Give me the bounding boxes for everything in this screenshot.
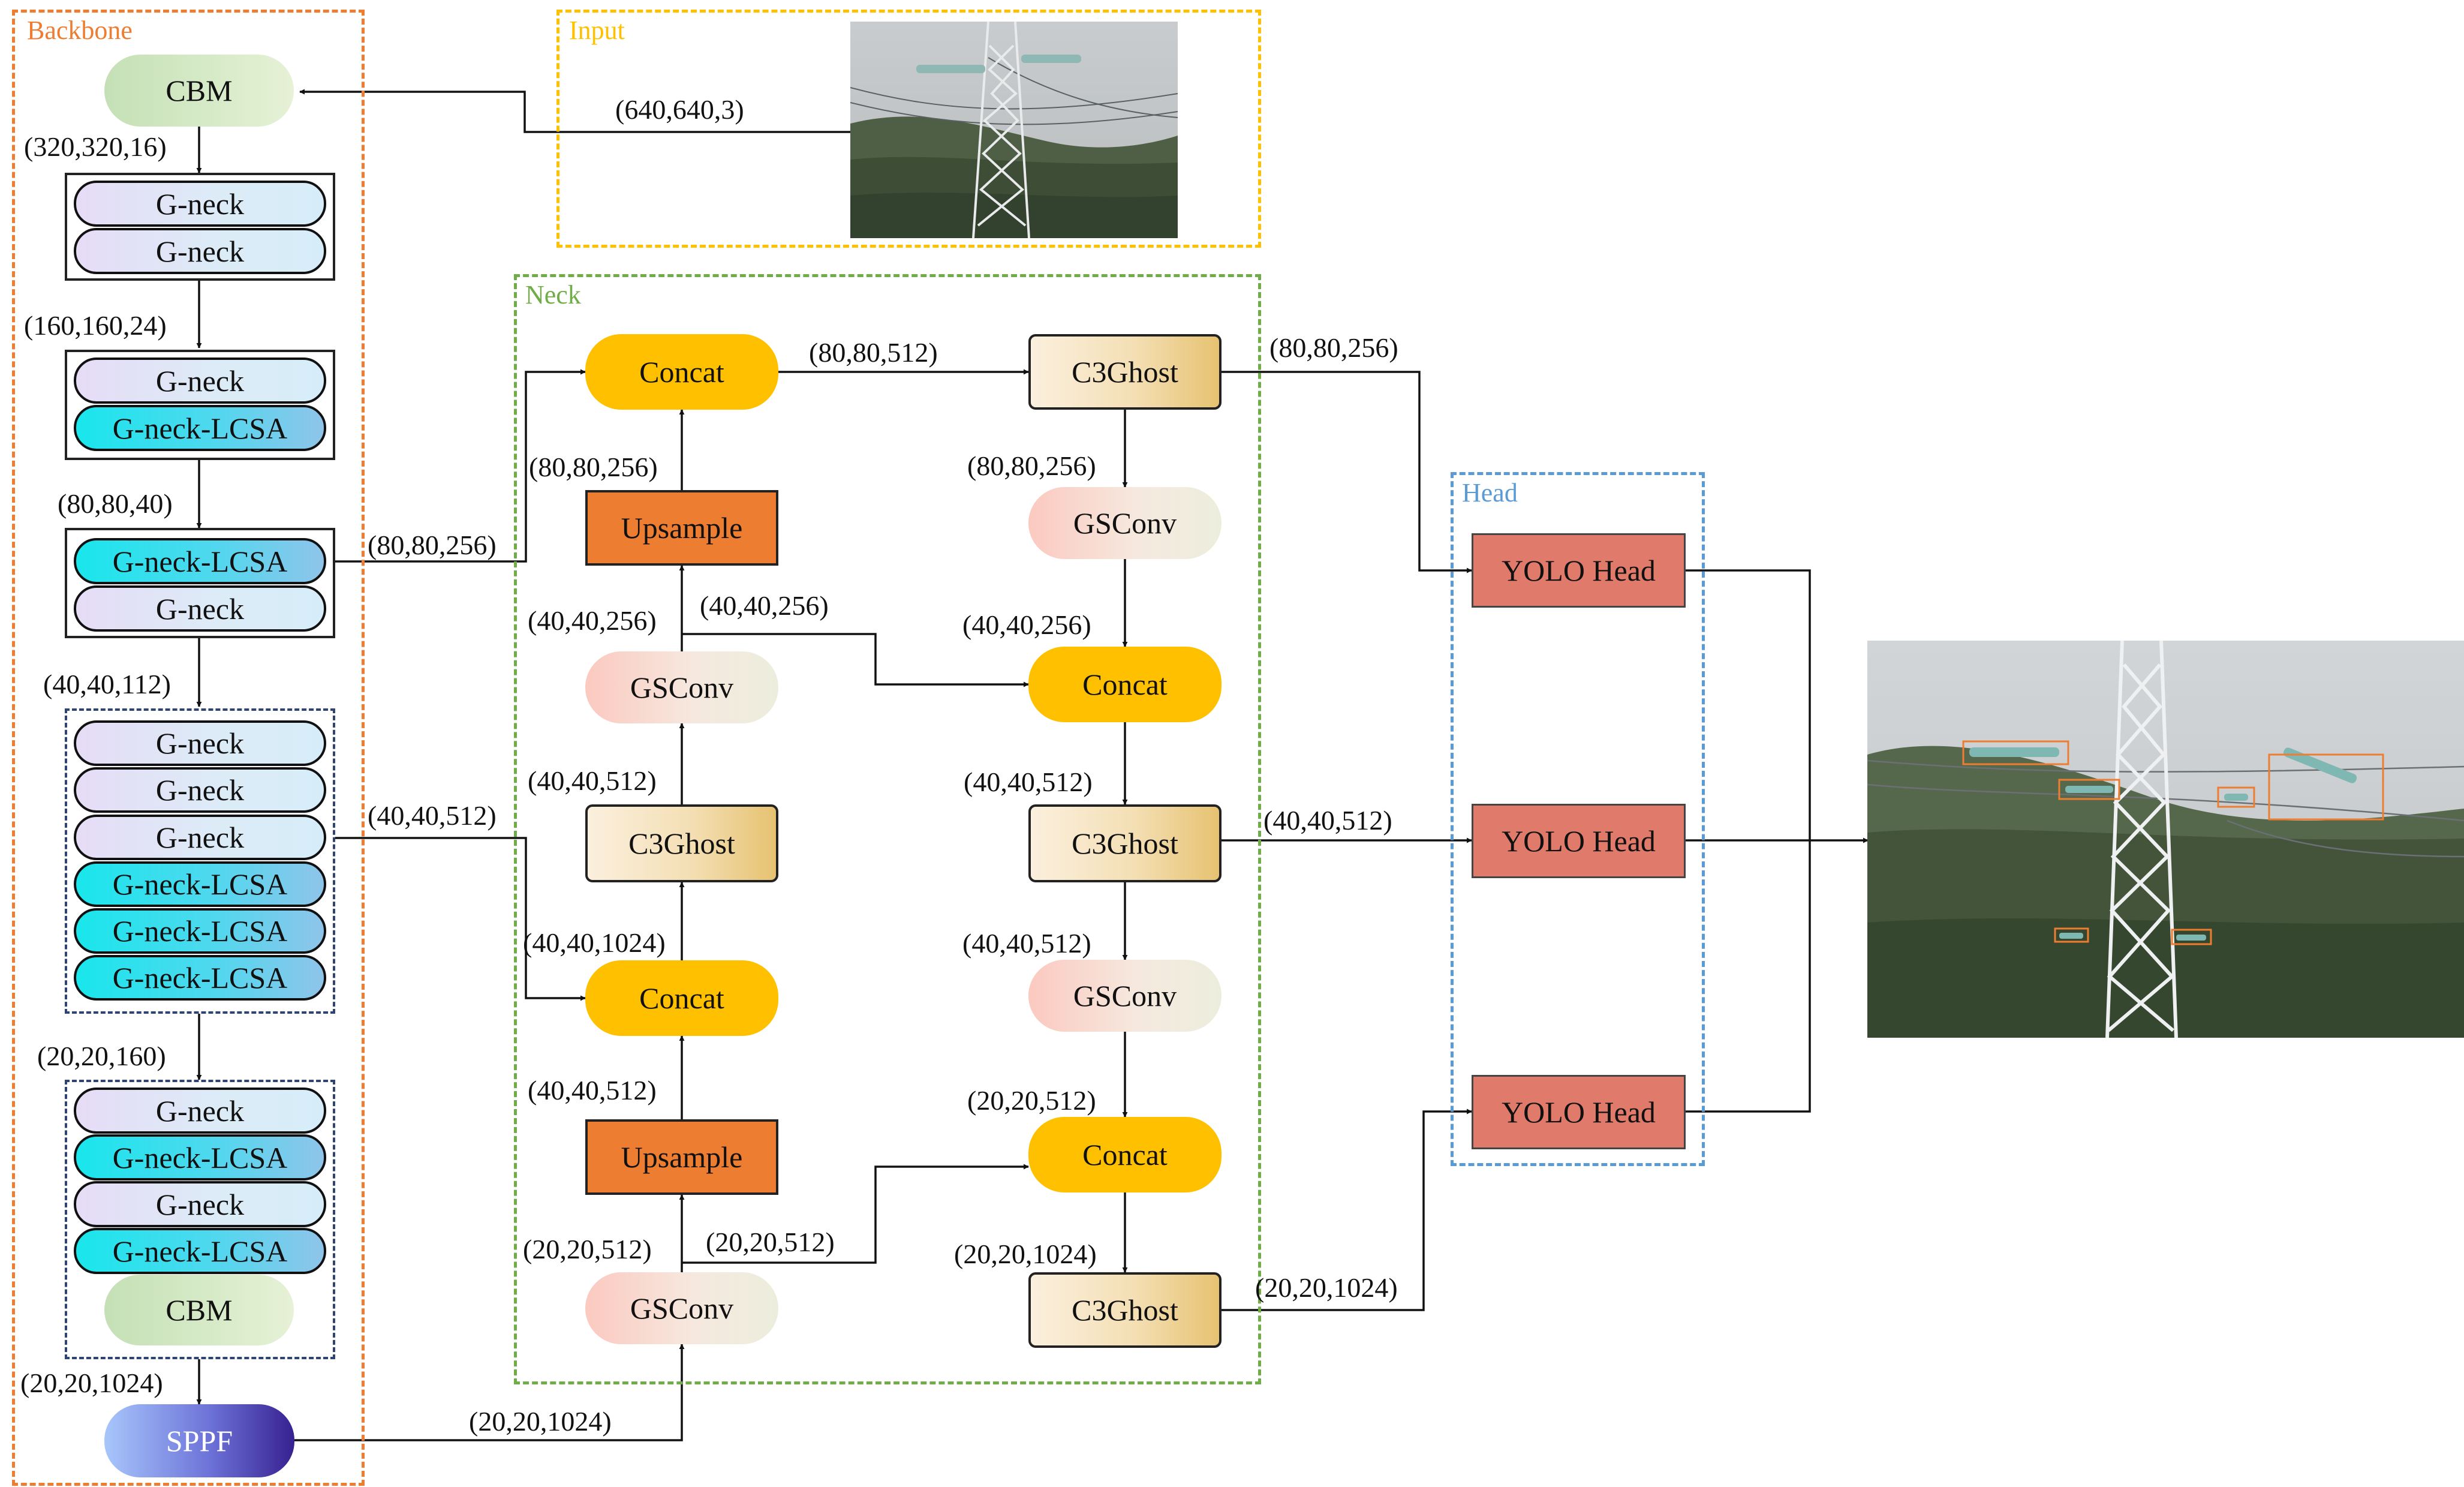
label-gsconv2-to-upsample: (20,20,512) xyxy=(523,1234,652,1264)
backbone-cbm-top: CBM xyxy=(104,55,294,127)
neck-c3ghost-top: C3Ghost xyxy=(1028,334,1222,410)
input-title: Input xyxy=(569,16,625,45)
label-320: (320,320,16) xyxy=(24,131,167,162)
block5-item-2: G-neck xyxy=(74,1181,326,1227)
neck-group: Neck xyxy=(514,274,1261,1384)
neck-gsconv-right-2: GSConv xyxy=(1028,960,1222,1032)
label-lateral-40: (40,40,512) xyxy=(368,800,497,831)
backbone-group: Backbone xyxy=(12,10,365,1486)
label-gsconv2-branch: (20,20,512) xyxy=(706,1227,835,1257)
label-40: (40,40,112) xyxy=(43,669,171,699)
yolo-head-1: YOLO Head xyxy=(1472,533,1686,608)
neck-upsample-bottom: Upsample xyxy=(585,1119,778,1195)
label-c3top-to-gsconv: (80,80,256) xyxy=(967,450,1096,481)
label-concat-top-out: (80,80,512) xyxy=(809,337,938,368)
label-c3ghost-to-gsconv: (40,40,512) xyxy=(528,765,657,796)
block1-item-0: G-neck xyxy=(74,181,326,227)
neck-gsconv-right-1: GSConv xyxy=(1028,487,1222,559)
label-to-head-3: (20,20,1024) xyxy=(1255,1272,1398,1303)
backbone-cbm-bottom: CBM xyxy=(104,1275,294,1345)
input-image-art xyxy=(850,22,1178,238)
neck-concat-right-2: Concat xyxy=(1028,1117,1222,1192)
label-20-1024-backbone: (20,20,1024) xyxy=(20,1368,163,1398)
label-to-head-2: (40,40,512) xyxy=(1263,805,1392,836)
label-gsconv-r1-out: (40,40,256) xyxy=(962,609,1091,640)
label-concat-r2-out: (20,20,1024) xyxy=(954,1239,1097,1269)
label-c3mid-to-gsconv: (40,40,512) xyxy=(962,928,1091,959)
detection-box-4 xyxy=(2217,786,2255,808)
label-concat-r1-out: (40,40,512) xyxy=(964,767,1093,797)
neck-title: Neck xyxy=(525,280,581,310)
input-image xyxy=(850,22,1178,238)
block5-item-1: G-neck-LCSA xyxy=(74,1134,326,1180)
block5-item-0: G-neck xyxy=(74,1088,326,1134)
sppf-node: SPPF xyxy=(104,1404,294,1477)
label-upsample2-out: (40,40,512) xyxy=(528,1075,657,1106)
neck-gsconv-mid: GSConv xyxy=(585,651,778,723)
arrow-sppf-to-gsconv xyxy=(294,1344,685,1441)
block1-item-1: G-neck xyxy=(74,228,326,274)
detection-box-2 xyxy=(2058,779,2120,800)
block3-item-1: G-neck xyxy=(74,585,326,632)
head-group: Head xyxy=(1451,472,1705,1166)
label-160: (160,160,24) xyxy=(24,310,167,341)
neck-c3ghost-bottom: C3Ghost xyxy=(1028,1272,1222,1348)
neck-gsconv-bottom: GSConv xyxy=(585,1272,778,1344)
detection-box-5 xyxy=(2054,927,2089,943)
output-detection-image xyxy=(1867,641,2464,1038)
label-input-shape: (640,640,3) xyxy=(615,94,744,125)
detection-box-6 xyxy=(2171,929,2212,945)
arrow-gsconv-branch-to-concat xyxy=(682,633,1029,687)
arrow-backbone-40-to-concat xyxy=(327,837,586,1001)
label-concat-to-c3ghost: (40,40,1024) xyxy=(523,927,666,958)
block4-item-1: G-neck xyxy=(74,767,326,813)
block2-item-0: G-neck xyxy=(74,358,326,404)
block5-item-3: G-neck-LCSA xyxy=(74,1228,326,1274)
label-gsconv-r2-out: (20,20,512) xyxy=(967,1085,1096,1116)
detection-box-1 xyxy=(1962,740,2069,765)
label-lateral-80: (80,80,256) xyxy=(368,530,497,560)
label-to-head-1: (80,80,256) xyxy=(1269,332,1398,363)
label-20: (20,20,160) xyxy=(37,1041,166,1071)
neck-concat-top: Concat xyxy=(585,334,778,410)
arrow-input-to-cbm xyxy=(299,89,850,133)
block2-item-1: G-neck-LCSA xyxy=(74,405,326,451)
label-80: (80,80,40) xyxy=(58,488,173,519)
block3-item-0: G-neck-LCSA xyxy=(74,538,326,584)
neck-concat-right-1: Concat xyxy=(1028,647,1222,722)
backbone-title: Backbone xyxy=(27,16,133,45)
arrow-backbone-80-to-concat xyxy=(327,369,586,563)
arrow-to-head1 xyxy=(1222,371,1472,573)
block4-item-0: G-neck xyxy=(74,720,326,766)
neck-concat-mid: Concat xyxy=(585,960,778,1036)
input-group: Input xyxy=(556,10,1261,248)
head-title: Head xyxy=(1462,478,1518,507)
neck-c3ghost-left: C3Ghost xyxy=(585,804,778,882)
block4-item-5: G-neck-LCSA xyxy=(74,955,326,1001)
yolo-head-2: YOLO Head xyxy=(1472,804,1686,878)
label-upsample1-out: (80,80,256) xyxy=(529,452,658,482)
label-gsconv1-branch: (40,40,256) xyxy=(700,590,829,621)
block4-item-2: G-neck xyxy=(74,815,326,860)
output-image-art xyxy=(1867,641,2464,1038)
label-gsconv1-to-upsample: (40,40,256) xyxy=(528,605,657,636)
block4-item-4: G-neck-LCSA xyxy=(74,908,326,954)
yolo-head-3: YOLO Head xyxy=(1472,1075,1686,1149)
arrow-gsconv-bottom-branch-to-concat xyxy=(682,1164,1029,1264)
detection-box-3 xyxy=(2268,753,2384,821)
block4-item-3: G-neck-LCSA xyxy=(74,861,326,907)
arrow-to-head3 xyxy=(1222,1109,1472,1311)
neck-c3ghost-mid: C3Ghost xyxy=(1028,804,1222,882)
neck-upsample-top: Upsample xyxy=(585,490,778,566)
label-sppf-out: (20,20,1024) xyxy=(469,1406,612,1437)
